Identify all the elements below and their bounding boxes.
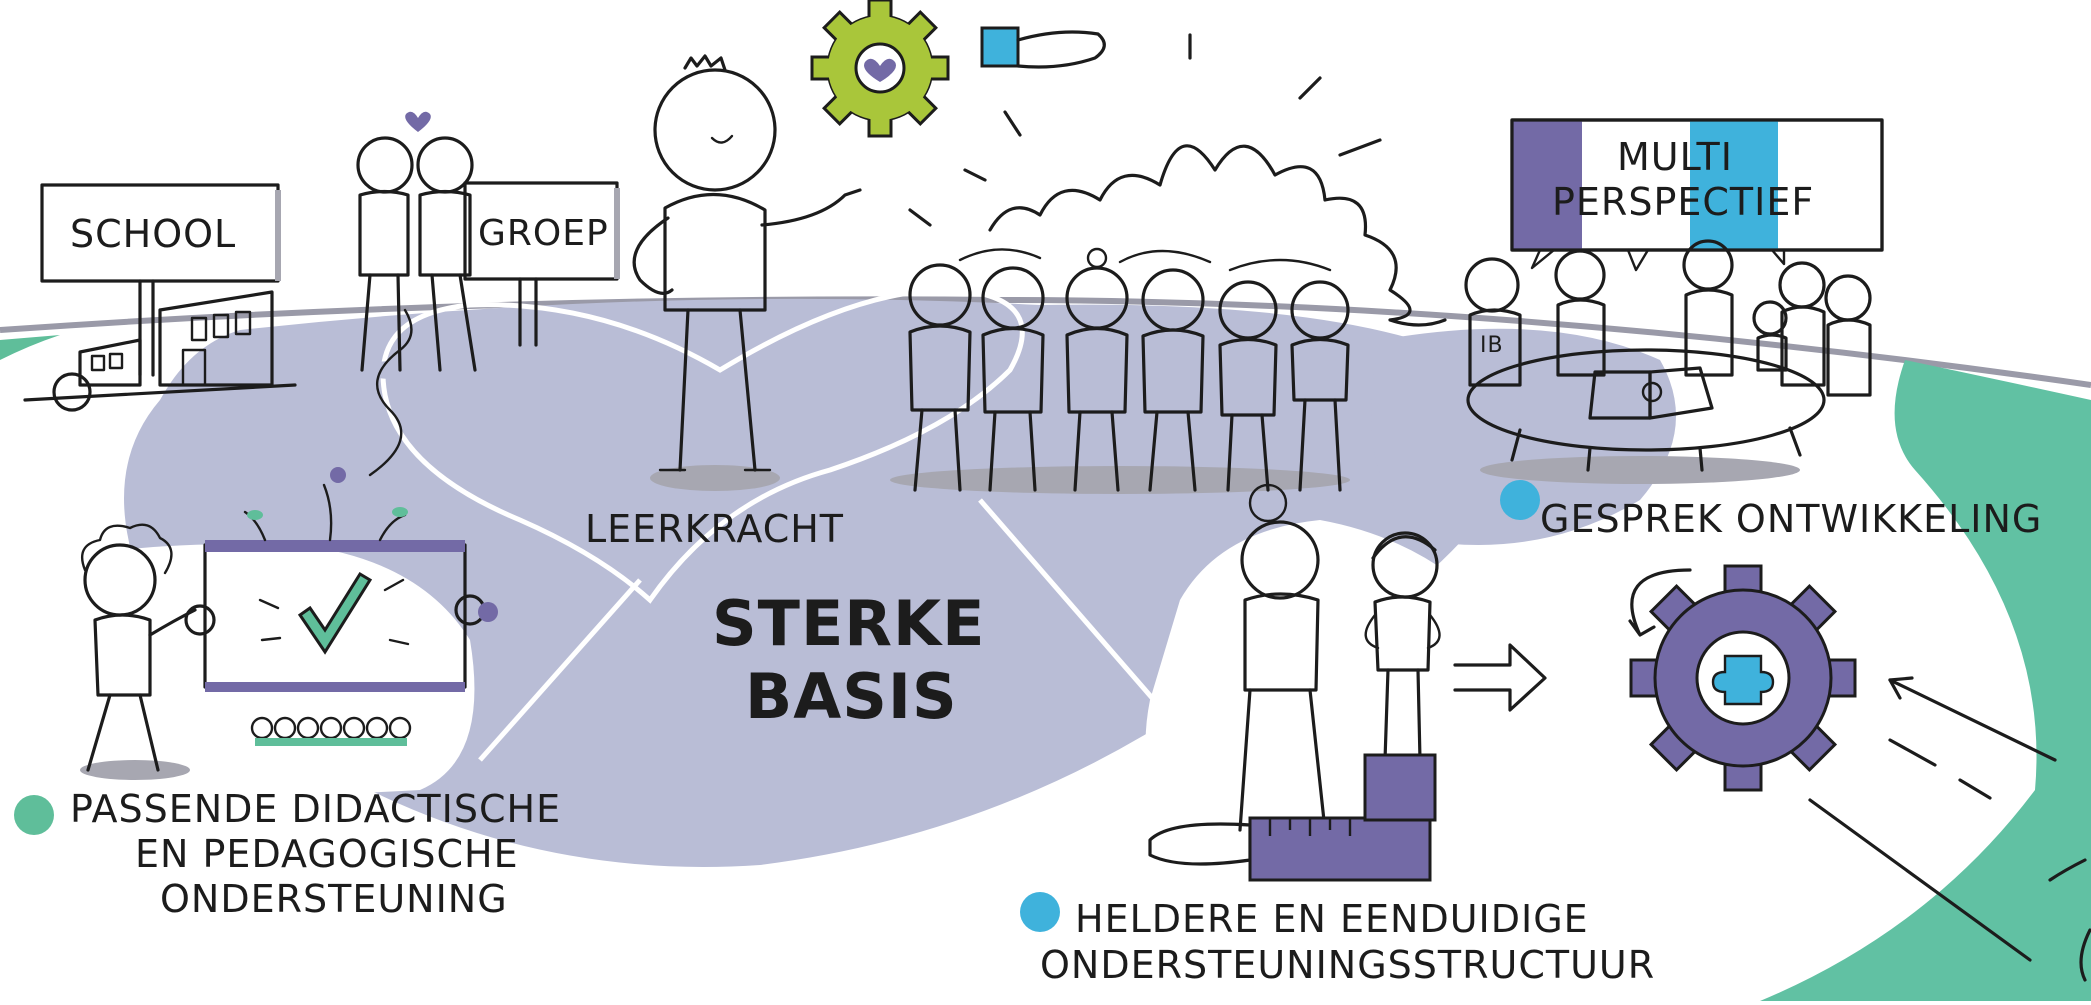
gesprek-bullet [1500,480,1540,520]
school-sign-label: SCHOOL [70,212,236,256]
meeting-group: IB [1464,239,1872,484]
curved-arrow [1628,568,1692,637]
ib-label: IB [1480,333,1504,358]
divider-left [478,578,642,762]
plant-figure-group [80,308,498,780]
check-icon [297,571,373,655]
puzzle-icon [1588,366,1714,420]
passende-line1: PASSENDE DIDACTISCHE [70,787,561,831]
sunburst [908,33,1447,327]
school-sign-group: SCHOOL [40,183,281,377]
multi-perspectief-sign: MULTI PERSPECTIEF [1510,118,1884,272]
couple-figures [350,111,490,380]
teal-left-corner [0,335,60,360]
multi-sign-line2: PERSPECTIEF [1552,180,1814,224]
leerkracht-label: LEERKRACHT [585,507,844,551]
incoming-arrows [1808,676,2091,982]
gear-puzzle-icon [1629,564,1857,792]
school-building [23,290,297,412]
center-title-line2: BASIS [745,660,958,733]
children-group [890,247,1350,494]
passende-bullet [14,795,54,835]
structure-figures [1148,483,1547,882]
passende-line3: ONDERSTEUNING [160,877,508,921]
heart-icon [405,111,431,132]
groep-sign-label: GROEP [478,213,609,254]
passende-line2: EN PEDAGOGISCHE [135,832,519,876]
hand-icon [980,26,1106,69]
teal-path-right [1760,360,2091,1001]
divider-right [978,498,1182,732]
center-title-line1: STERKE [712,587,985,660]
gear-heart-icon [810,0,950,138]
gesprek-label: GESPREK ONTWIKKELING [1540,497,2042,541]
teacher-figure [632,54,862,491]
white-area-heldere [1145,520,1515,866]
heldere-bullet [1020,892,1060,932]
groep-sign-group: GROEP [463,181,620,347]
heldere-line2: ONDERSTEUNINGSSTRUCTUUR [1040,943,1655,987]
multi-sign-line1: MULTI [1617,135,1733,179]
heldere-line1: HELDERE EN EENDUIDIGE [1075,897,1589,941]
